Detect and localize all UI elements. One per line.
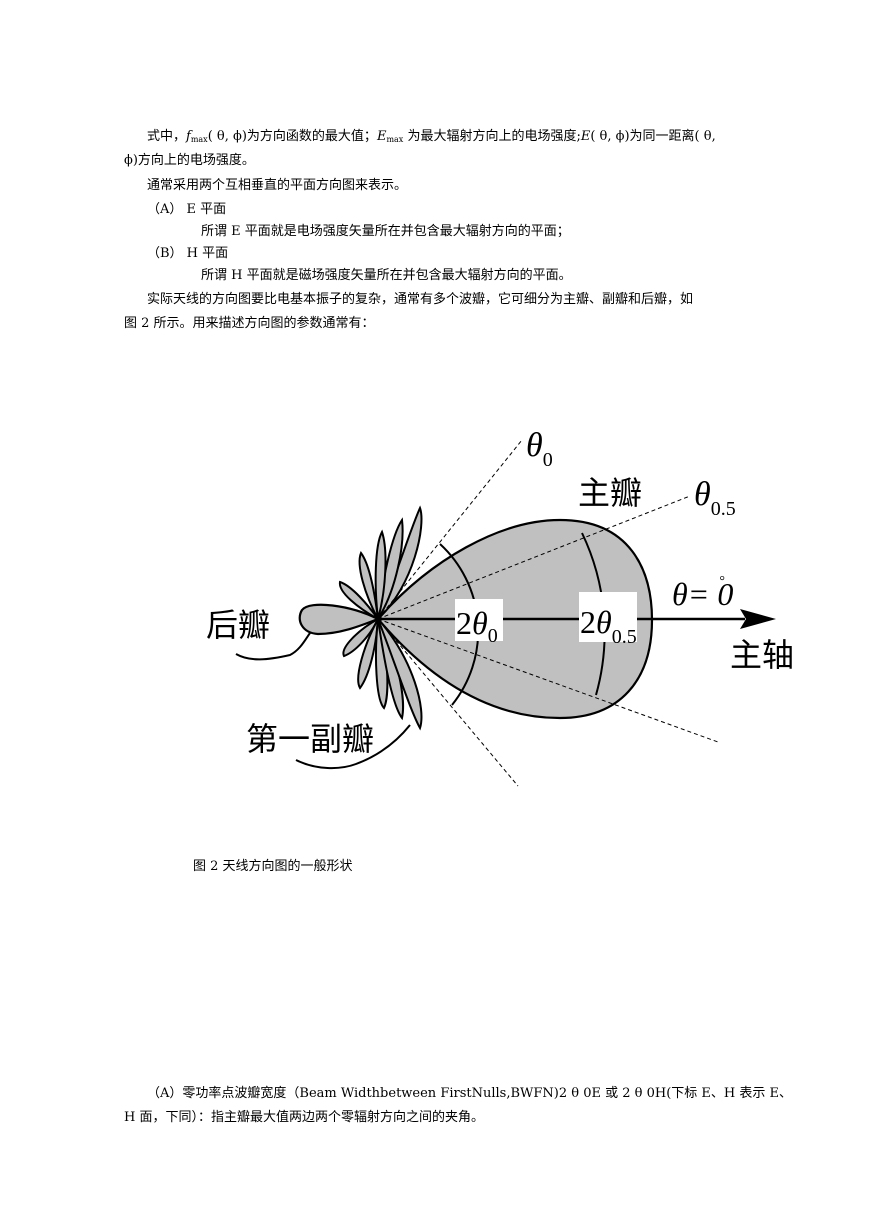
side-lobe-5	[338, 580, 379, 620]
side-lobe-3	[374, 529, 387, 620]
side-lobe-8	[375, 618, 389, 710]
theta05-label: θ0.5	[694, 476, 736, 520]
paragraph-formula-note: 式中，fmax( θ, ϕ)为方向函数的最大值；Emax 为最大辐射方向上的电场…	[147, 129, 716, 148]
text: 为最大辐射方向上的电场强度;	[403, 129, 581, 144]
arc-2theta0	[439, 543, 480, 706]
back-lobe-leader	[235, 632, 311, 661]
two-theta0-label: 2θ0	[456, 605, 498, 647]
side-lobes	[338, 505, 423, 731]
main-axis-arrowhead	[740, 609, 776, 629]
first-side-lobe-leader	[295, 724, 411, 770]
item-a-label: （A） E 平面	[147, 202, 227, 217]
two-theta05-label: 2θ0.5	[580, 604, 637, 648]
subscript: max	[386, 135, 404, 144]
main-lobe-label: 主瓣	[578, 474, 642, 512]
text: ( θ, ϕ)为同一距离( θ,	[590, 129, 716, 144]
paragraph-lobes-line2: 图 2 所示。用来描述方向图的参数通常有：	[124, 316, 375, 331]
side-lobe-10	[377, 618, 423, 731]
side-lobe-2	[377, 517, 404, 620]
symbol-E: E	[580, 129, 591, 144]
item-b-label: （B） H 平面	[147, 246, 229, 261]
item-a-desc: 所谓 E 平面就是电场强度矢量所在并包含最大辐射方向的平面；	[201, 224, 570, 239]
paragraph-lobes-line1: 实际天线的方向图要比电基本振子的复杂，通常有多个波瓣，它可细分为主瓣、副瓣和后瓣…	[147, 292, 694, 307]
null-direction-lines	[377, 439, 523, 787]
first-side-lobe-label: 第一副瓣	[246, 720, 374, 758]
half-power-lines	[377, 495, 719, 743]
figure-caption: 图 2 天线方向图的一般形状	[193, 859, 353, 874]
paragraph-planes-intro: 通常采用两个互相垂直的平面方向图来表示。	[147, 178, 408, 193]
text: 式中，	[147, 129, 187, 144]
subscript: max	[190, 135, 208, 144]
side-lobe-1	[377, 505, 423, 620]
paragraph-formula-note-line2: ϕ)方向上的电场强度。	[124, 153, 255, 168]
side-lobe-9	[377, 618, 404, 721]
main-axis-label: 主轴	[730, 636, 794, 674]
text: ( θ, ϕ)为方向函数的最大值；	[207, 129, 377, 144]
back-lobe-label: 后瓣	[206, 606, 270, 644]
arc-2theta05	[581, 532, 606, 696]
bwfn-line2: H 面，下同）：指主瓣最大值两边两个零辐射方向之间的夹角。	[124, 1110, 484, 1125]
back-lobe-shape	[298, 603, 381, 636]
side-lobe-4	[358, 550, 379, 620]
theta0-label: θ0	[526, 427, 553, 471]
symbol-E: E	[376, 129, 387, 144]
symbol-f: f	[186, 129, 191, 144]
item-b-desc: 所谓 H 平面就是磁场强度矢量所在并包含最大辐射方向的平面。	[201, 268, 572, 283]
bwfn-line1: （A）零功率点波瓣宽度（Beam Widthbetween FirstNulls…	[147, 1086, 792, 1101]
theta-zero-label: θ= 0°	[672, 574, 733, 612]
main-lobe-shape	[376, 518, 654, 720]
side-lobe-6	[342, 616, 381, 658]
side-lobe-7	[357, 618, 379, 690]
